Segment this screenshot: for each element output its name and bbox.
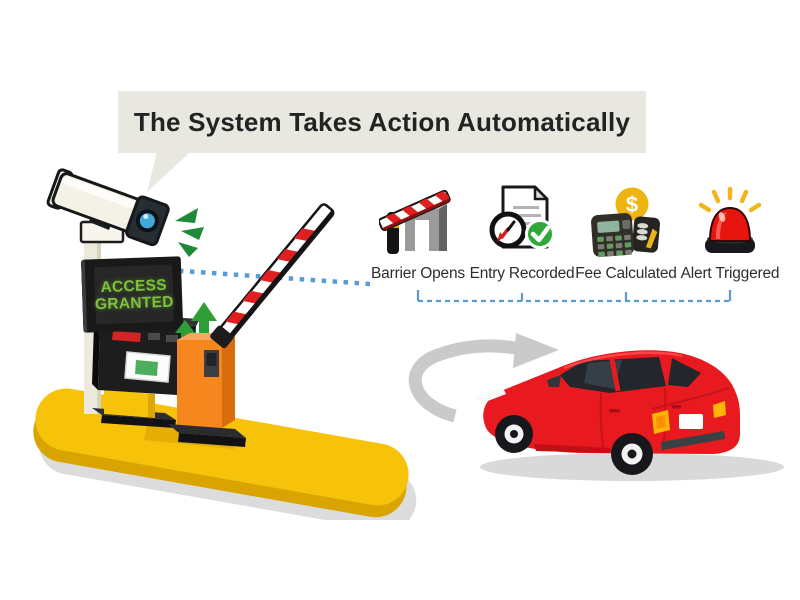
car-mirror	[547, 375, 561, 387]
document-clock-check-icon	[489, 185, 555, 249]
step-label: Barrier Opens	[371, 265, 465, 282]
siren-icon	[698, 186, 762, 253]
barrier-arm	[210, 203, 335, 349]
up-arrow-large	[191, 302, 217, 338]
arm-pivot	[210, 325, 234, 349]
kiosk-post	[104, 390, 155, 418]
calculator-coin-icon: $	[591, 187, 661, 257]
car-headlight	[476, 386, 506, 404]
siren-rays	[698, 186, 762, 213]
camera-signal-marks	[175, 208, 204, 257]
step-label: Entry Recorded	[469, 265, 575, 282]
steps-bracket-line	[416, 290, 732, 303]
curved-motion-arrow	[408, 333, 559, 423]
ticket	[135, 360, 158, 376]
step-fee-calculated: $	[574, 183, 678, 283]
ticket-terminal	[92, 313, 200, 428]
receipt-card	[632, 216, 661, 253]
camera-body	[46, 168, 170, 247]
step-alert-triggered: Alert Triggered	[678, 183, 782, 283]
dollar-coin	[615, 187, 649, 221]
calculator	[591, 213, 634, 257]
barrier-gate-assembly	[168, 203, 335, 447]
card-slot	[112, 331, 141, 342]
car-rear-window	[668, 358, 701, 387]
terminal-button	[148, 333, 160, 340]
barrier-post	[168, 333, 246, 447]
car-license-plate	[679, 414, 703, 429]
barrier-gate-icon	[379, 189, 451, 254]
action-steps-row: Barrier Opens Entry Recorded $	[366, 183, 794, 283]
car-door-handle	[609, 409, 620, 413]
speech-bubble-text: The System Takes Action Automatically	[133, 106, 631, 137]
step-label: Alert Triggered	[680, 265, 780, 282]
kiosk-base-front	[101, 415, 176, 428]
red-car	[476, 350, 784, 481]
step-label: Fee Calculated	[575, 265, 677, 282]
step-entry-recorded: Entry Recorded	[469, 183, 575, 283]
car-taillight-right	[713, 401, 726, 418]
car-front-wheel	[495, 415, 533, 453]
check-circle	[525, 219, 555, 249]
car-door-handle	[672, 405, 681, 409]
car-rear-wheel	[611, 433, 653, 475]
up-arrow-small	[175, 320, 195, 345]
step-barrier-opens: Barrier Opens	[366, 183, 470, 283]
calculator-screen	[597, 220, 620, 233]
dollar-symbol: $	[626, 192, 638, 217]
siren-dome	[708, 206, 752, 242]
up-arrows	[175, 302, 217, 345]
speech-bubble: The System Takes Action Automatically	[118, 91, 646, 153]
car-bumper	[661, 431, 725, 450]
terminal-button	[166, 335, 178, 342]
pen	[645, 228, 658, 249]
